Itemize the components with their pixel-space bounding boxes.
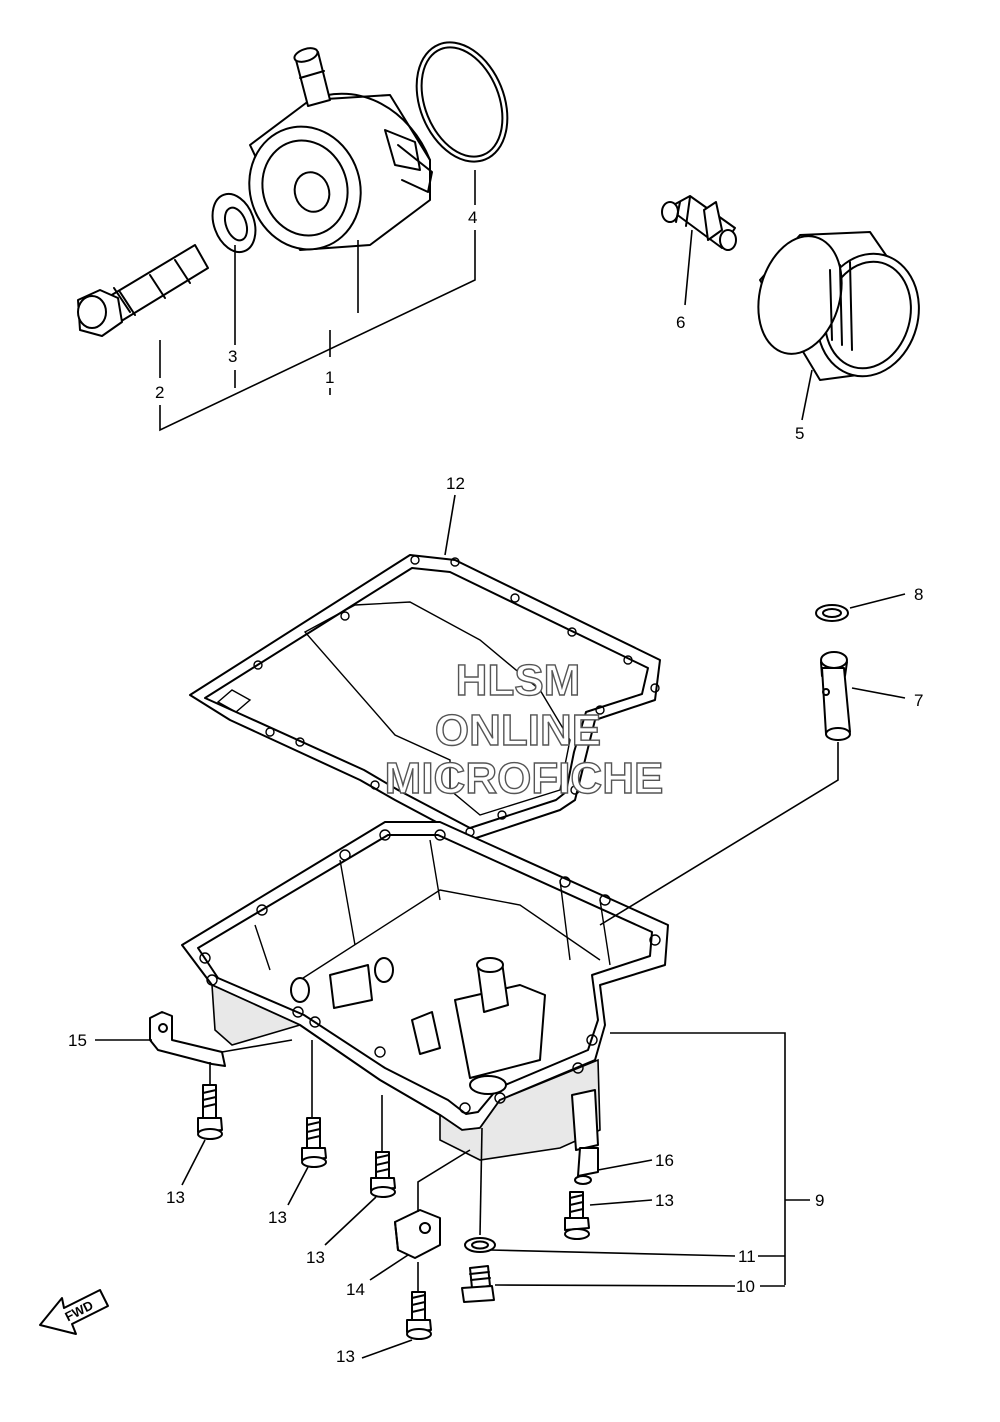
bolt-d[interactable]: [564, 1191, 590, 1240]
cooler-gasket[interactable]: [205, 188, 263, 258]
callout-6: 6: [676, 313, 685, 332]
drain-guard[interactable]: [394, 1209, 441, 1259]
bolt-b[interactable]: [301, 1117, 327, 1168]
callout-12: 12: [446, 474, 465, 493]
oil-pan-gasket[interactable]: [189, 554, 661, 841]
watermark-line-3: MICROFICHE: [385, 754, 664, 803]
watermark-line-1: HLSM: [456, 656, 581, 705]
callout-14: 14: [346, 1280, 365, 1299]
callout-8: 8: [914, 585, 923, 604]
filter-stud[interactable]: [661, 195, 737, 251]
callout-1: 1: [325, 368, 334, 387]
callout-13-c: 13: [306, 1248, 325, 1267]
pipe-o-ring[interactable]: [815, 604, 849, 622]
callout-2: 2: [155, 383, 164, 402]
leader-lines: [95, 170, 906, 1359]
oil-pipe[interactable]: [820, 651, 851, 741]
bolt-e[interactable]: [406, 1291, 432, 1340]
drain-plug[interactable]: [461, 1265, 495, 1303]
forward-arrow-icon: FWD: [39, 1289, 109, 1335]
union-bolt[interactable]: [77, 244, 209, 337]
callout-16: 16: [655, 1151, 674, 1170]
callout-labels: 1 2 3 4 5 6 7 8 9 10 11 12 13 13 13 13 1…: [68, 208, 923, 1366]
pan-bolt-holes: [199, 829, 661, 1114]
clamp[interactable]: [574, 1147, 599, 1185]
hose-bracket[interactable]: [149, 1011, 226, 1067]
callout-13-e: 13: [336, 1347, 355, 1366]
callout-15: 15: [68, 1031, 87, 1050]
callout-13-b: 13: [268, 1208, 287, 1227]
callout-13-a: 13: [166, 1188, 185, 1207]
oil-pan[interactable]: [181, 821, 669, 1161]
callout-11: 11: [738, 1247, 756, 1266]
callout-13-d: 13: [655, 1191, 674, 1210]
gasket-bolt-holes: [253, 555, 660, 837]
cooler-o-ring[interactable]: [400, 29, 524, 175]
bolt-a[interactable]: [197, 1084, 223, 1140]
callout-10: 10: [736, 1277, 755, 1296]
watermark-line-2: ONLINE: [435, 706, 601, 755]
callout-3: 3: [228, 347, 237, 366]
oil-filter[interactable]: [746, 227, 933, 388]
bolt-c[interactable]: [370, 1151, 396, 1198]
oil-cooler[interactable]: [234, 46, 433, 264]
callout-5: 5: [795, 424, 804, 443]
drain-gasket[interactable]: [464, 1237, 496, 1253]
callout-9: 9: [815, 1191, 824, 1210]
callout-4: 4: [468, 208, 477, 227]
watermark: HLSM ONLINE MICROFICHE: [384, 655, 664, 803]
callout-7: 7: [914, 691, 923, 710]
